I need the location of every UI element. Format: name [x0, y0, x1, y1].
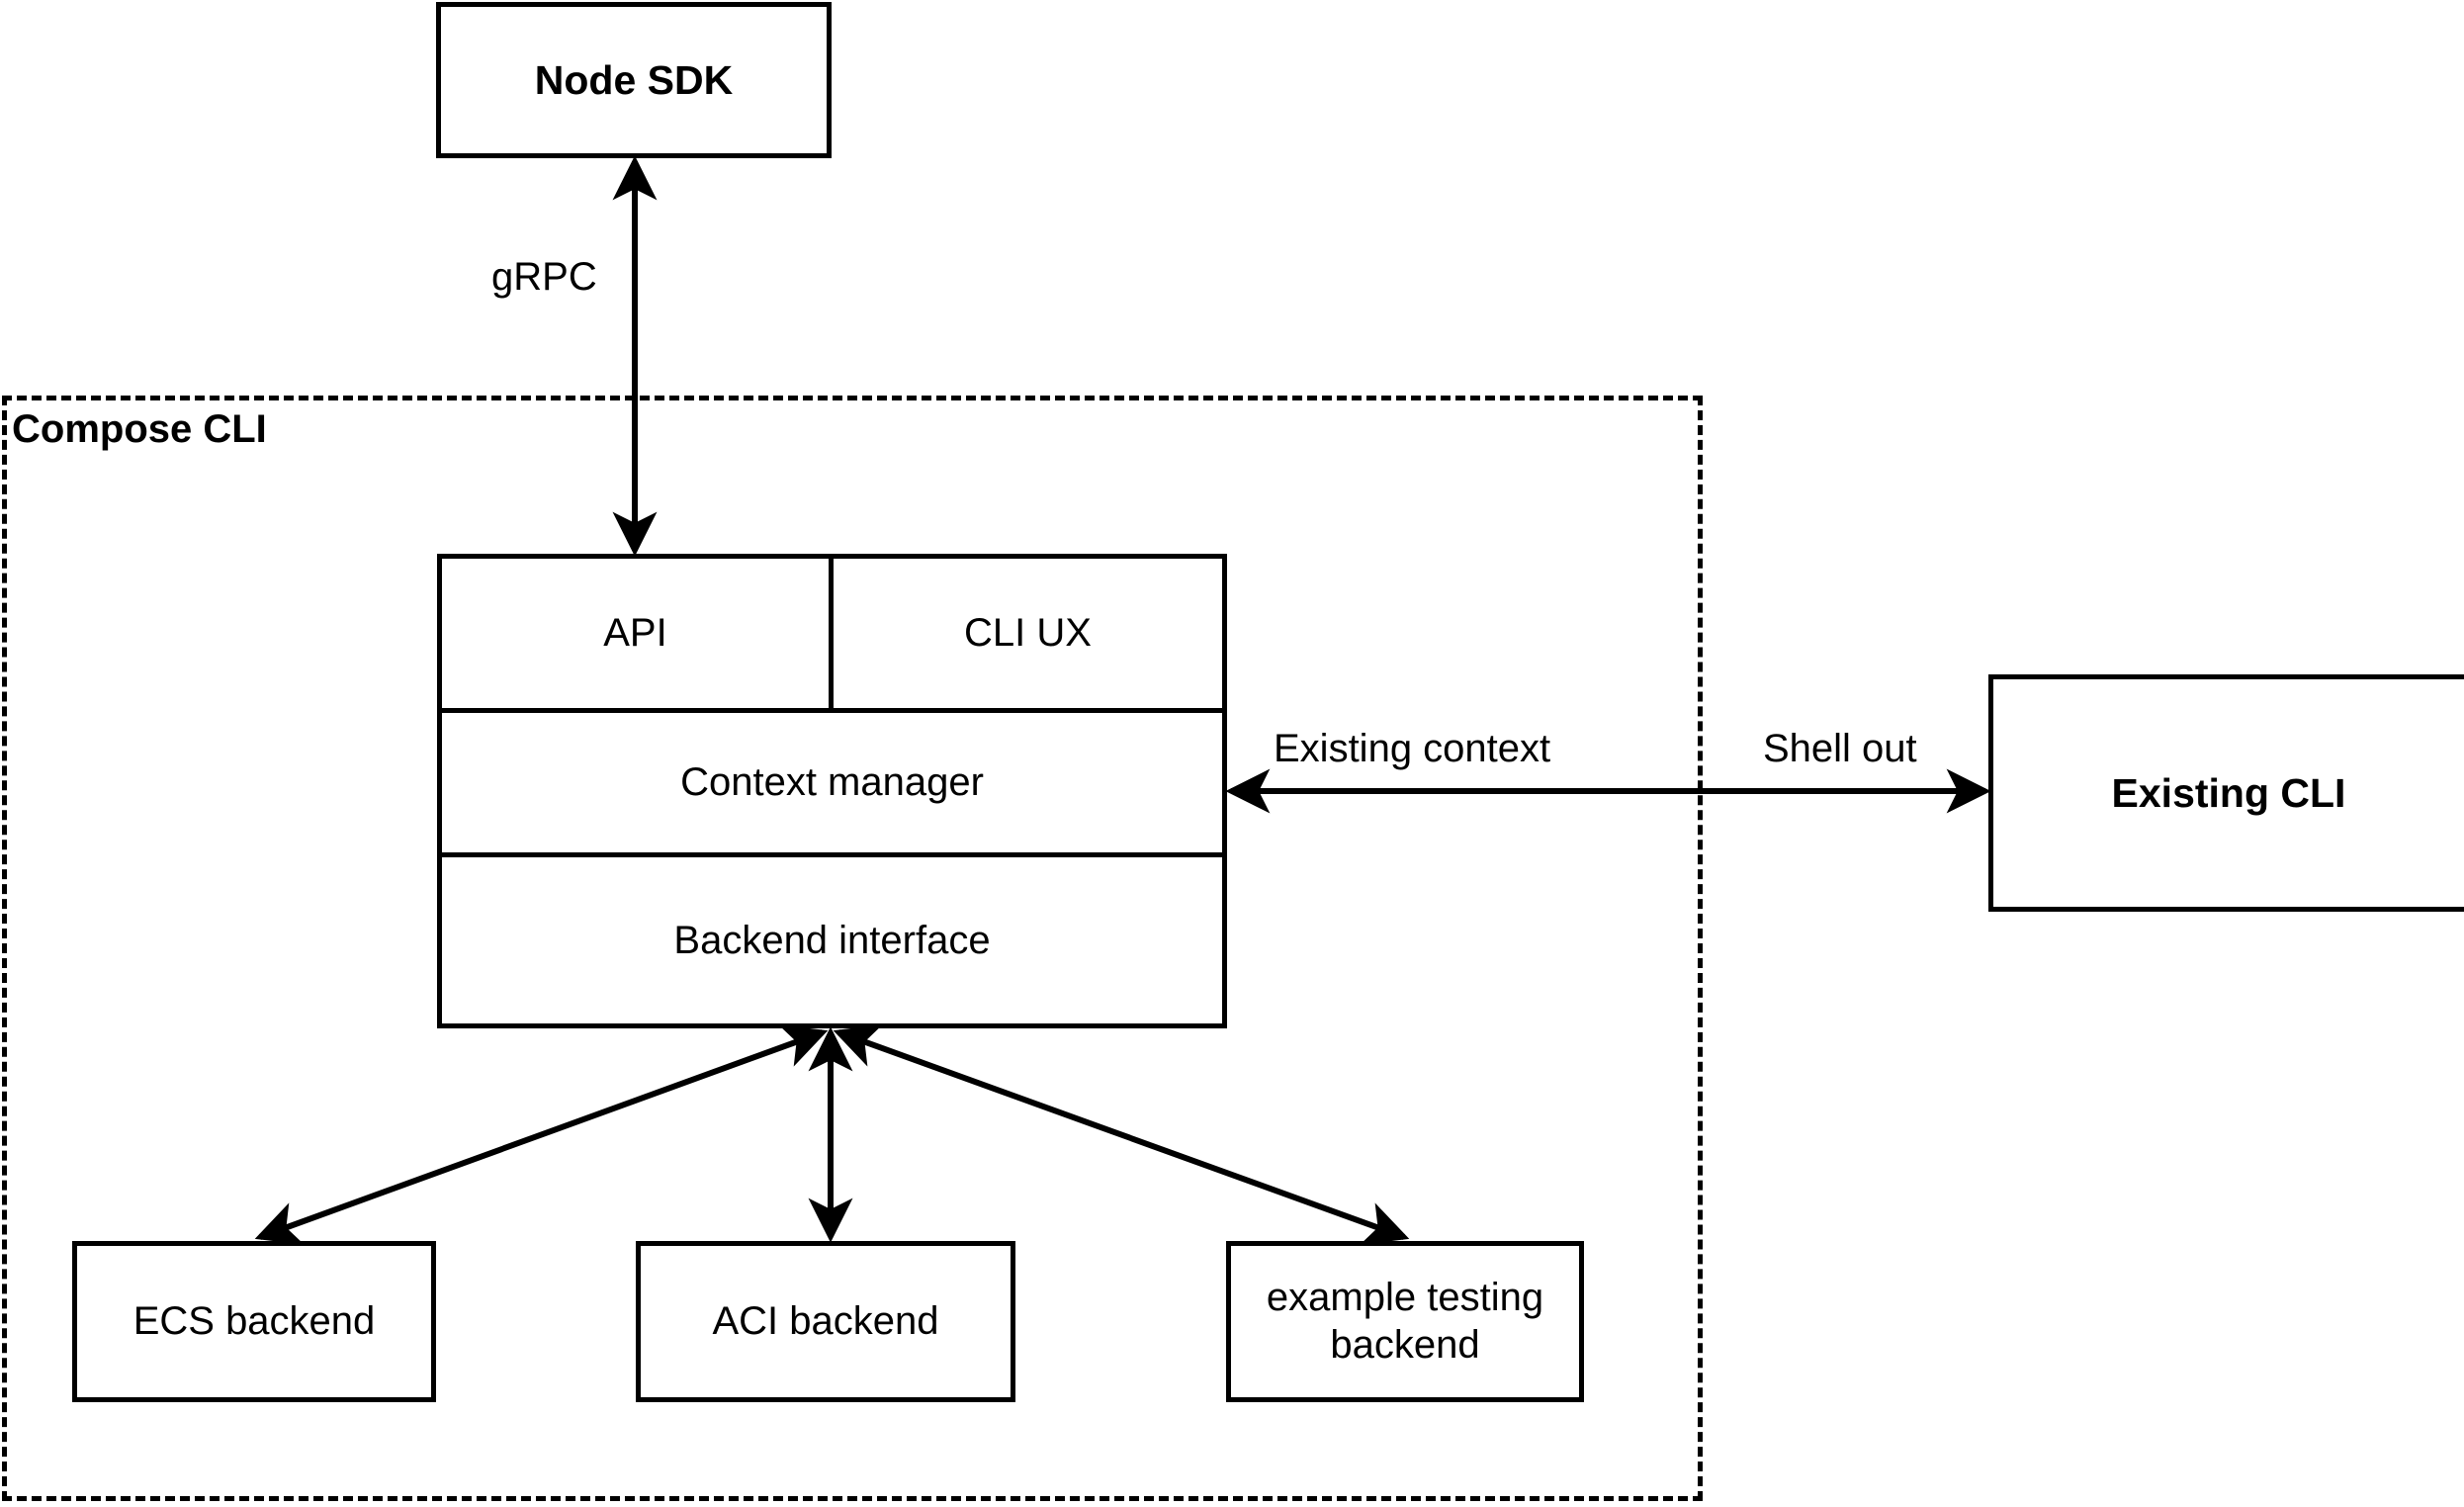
edge-ecs-line	[254, 1024, 829, 1245]
stack-row-api: API CLI UX	[442, 559, 1222, 713]
context-manager-cell[interactable]: Context manager	[442, 713, 1222, 852]
shell-out-edge-label: Shell out	[1763, 727, 1917, 770]
cli-ux-cell[interactable]: CLI UX	[834, 559, 1222, 708]
backend-interface-label: Backend interface	[673, 918, 991, 962]
compose-cli-boundary-label: Compose CLI	[12, 407, 267, 451]
grpc-edge-label: gRPC	[491, 255, 597, 299]
example-testing-backend-box[interactable]: example testing backend	[1226, 1241, 1584, 1402]
context-manager-label: Context manager	[680, 760, 984, 804]
api-cell[interactable]: API	[442, 559, 834, 708]
ecs-backend-label: ECS backend	[132, 1298, 376, 1343]
node-sdk-box[interactable]: Node SDK	[436, 2, 832, 158]
stack-row-backend-interface: Backend interface	[442, 857, 1222, 1023]
cli-ux-label: CLI UX	[964, 611, 1092, 655]
core-stack-box: API CLI UX Context manager Backend inter…	[437, 554, 1227, 1028]
api-label: API	[603, 611, 667, 655]
example-testing-backend-label: example testing backend	[1266, 1276, 1544, 1367]
compose-cli-boundary	[2, 396, 1703, 1501]
edge-example-testing-line	[833, 1024, 1410, 1245]
stack-row-context-manager: Context manager	[442, 713, 1222, 857]
node-sdk-label: Node SDK	[534, 56, 734, 103]
existing-cli-box[interactable]: Existing CLI	[1988, 674, 2464, 912]
aci-backend-label: ACI backend	[712, 1298, 939, 1343]
aci-backend-box[interactable]: ACI backend	[636, 1241, 1015, 1402]
existing-cli-label: Existing CLI	[2111, 769, 2346, 816]
ecs-backend-box[interactable]: ECS backend	[72, 1241, 436, 1402]
existing-context-edge-label: Existing context	[1274, 727, 1551, 770]
backend-interface-cell[interactable]: Backend interface	[442, 857, 1222, 1023]
